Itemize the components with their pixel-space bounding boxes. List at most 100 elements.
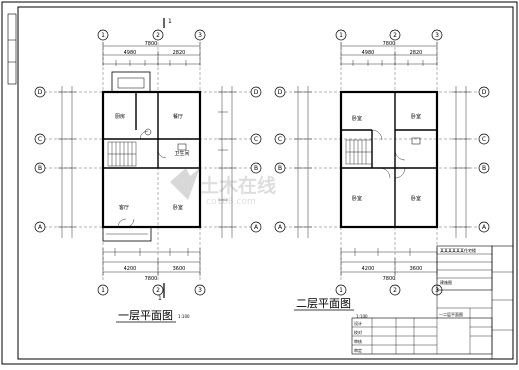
grid-bubble xyxy=(335,284,347,296)
dim-label: 2820 xyxy=(173,50,186,56)
plan-title: 二层平面图 xyxy=(296,297,351,310)
section-marker-label: 1 xyxy=(158,295,162,302)
grid-bubble xyxy=(194,29,206,41)
grid-label: B xyxy=(482,165,486,172)
grid-label: 1 xyxy=(101,32,105,39)
grid-label: 3 xyxy=(198,287,202,294)
dim-overall: 7800 xyxy=(145,41,158,47)
room-label: 卫生间 xyxy=(174,150,189,157)
dimension-lines-left xyxy=(58,86,76,238)
stair xyxy=(107,141,137,167)
fixture xyxy=(177,143,187,151)
plan-title: 一层平面图 xyxy=(118,309,173,322)
room-label: 厨房 xyxy=(115,113,125,120)
grid-bubble xyxy=(478,86,490,98)
dimension-lines-bottom xyxy=(102,248,201,276)
exterior-walls xyxy=(339,90,439,229)
grid-label: 1 xyxy=(339,287,343,294)
grid-bubble xyxy=(250,221,262,233)
grid-bubble xyxy=(431,29,443,41)
room-label: 卧室 xyxy=(411,195,421,202)
frame-border xyxy=(17,6,514,360)
grid-label: 2 xyxy=(393,287,397,294)
row-label: 设计 xyxy=(354,320,362,326)
stair xyxy=(345,139,373,165)
dimension-lines-right xyxy=(218,86,236,238)
entry-porch xyxy=(111,71,151,93)
plan-scale: 1:100 xyxy=(356,314,368,319)
grid-label: 1 xyxy=(101,287,105,294)
grid-label: A xyxy=(278,224,283,231)
grid-label: D xyxy=(38,89,43,96)
grid-label: B xyxy=(278,165,282,172)
drawing-name: 一二层平面图 xyxy=(439,311,463,317)
dim-label: 3600 xyxy=(173,266,186,272)
grid-bubble xyxy=(478,162,490,174)
grid-bubble xyxy=(274,221,286,233)
dimension-lines-top xyxy=(340,42,438,66)
dim-label: 4200 xyxy=(362,266,375,272)
dim-overall: 7800 xyxy=(383,41,396,47)
grid-bubble xyxy=(34,86,46,98)
grid-bubble xyxy=(194,284,206,296)
grid-label: B xyxy=(254,165,258,172)
dim-label: 4200 xyxy=(124,266,137,272)
fixture xyxy=(144,128,152,136)
room-label: 客厅 xyxy=(119,204,129,211)
sheet-name: 建施图 xyxy=(440,279,452,285)
grid-bubble xyxy=(274,86,286,98)
watermark-text: 土木在线 xyxy=(200,174,276,197)
room-label: 卧室 xyxy=(411,113,421,120)
row-label: 审定 xyxy=(354,347,362,353)
dim-label: 3600 xyxy=(410,266,423,272)
grid-bubble xyxy=(274,133,286,145)
grid-label: C xyxy=(482,136,486,143)
grid-bubble xyxy=(389,284,401,296)
binding-strip xyxy=(7,13,17,85)
grid-label: A xyxy=(254,224,259,231)
grid-bubble xyxy=(274,162,286,174)
grid-bubble xyxy=(97,284,109,296)
project-name: 某某某某某某住宅楼 xyxy=(440,247,476,253)
row-label: 校对 xyxy=(354,329,362,335)
grid-bubble xyxy=(97,29,109,41)
fixture xyxy=(411,137,421,145)
room-label: 卧室 xyxy=(352,115,362,122)
plan-scale: 1:100 xyxy=(178,314,190,319)
dim-overall: 7800 xyxy=(383,276,396,282)
door-swings xyxy=(117,130,167,228)
grid-bubble xyxy=(152,29,164,41)
dim-label: 2820 xyxy=(410,50,423,56)
grid-bubble xyxy=(152,284,164,296)
door-swings xyxy=(371,129,406,179)
grid-label: D xyxy=(278,89,283,96)
interior-walls xyxy=(103,92,200,169)
grid-label: D xyxy=(254,89,259,96)
grid-label: 3 xyxy=(198,32,202,39)
dimension-lines-top xyxy=(102,42,201,66)
grid-label: A xyxy=(38,224,43,231)
dim-label: 4980 xyxy=(362,50,375,56)
grid-bubble xyxy=(250,86,262,98)
grid-label: C xyxy=(38,136,42,143)
grid-label: A xyxy=(482,224,487,231)
room-label: 卧室 xyxy=(352,195,362,202)
grid-label: D xyxy=(482,89,487,96)
grid-bubble xyxy=(478,133,490,145)
grid-bubble xyxy=(335,29,347,41)
exterior-walls xyxy=(101,90,202,229)
grid-bubble xyxy=(34,221,46,233)
grid-label: 2 xyxy=(393,32,397,39)
project-block xyxy=(436,245,493,291)
grid-bubble xyxy=(250,162,262,174)
plan-first-floor: 1 2 3 1 2 3 D C B A D C B A xyxy=(34,18,262,323)
grid-label: C xyxy=(254,136,258,143)
dim-overall: 7800 xyxy=(145,276,158,282)
watermark-logo-icon xyxy=(170,168,200,200)
grid-label: 1 xyxy=(339,32,343,39)
dimension-lines-bottom xyxy=(340,248,438,276)
watermark-url: co188.com xyxy=(206,197,256,207)
dim-label: 4980 xyxy=(124,50,137,56)
grid-label: 3 xyxy=(435,32,439,39)
